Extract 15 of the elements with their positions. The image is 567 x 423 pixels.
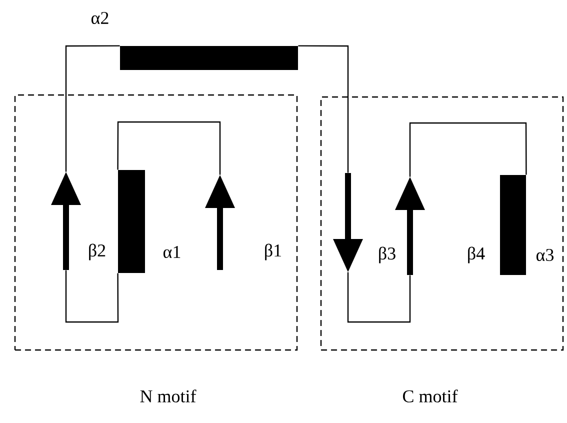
motif-label: C motif bbox=[403, 390, 458, 402]
strand-label: β3 bbox=[379, 246, 396, 264]
motif-label: N motif bbox=[140, 390, 196, 402]
strand-label: β2 bbox=[89, 244, 106, 260]
connector-line bbox=[347, 272, 411, 323]
strand-label: β1 bbox=[265, 244, 281, 260]
connector-line bbox=[117, 121, 221, 175]
strand-label: β4 bbox=[468, 246, 485, 264]
connector-line bbox=[65, 45, 120, 172]
connector-line bbox=[65, 270, 119, 323]
connector-line bbox=[298, 45, 349, 173]
connector-line bbox=[409, 122, 527, 177]
helix-label: α3 bbox=[536, 248, 554, 262]
helix-label: α1 bbox=[163, 246, 180, 258]
helix-label: α2 bbox=[91, 12, 108, 24]
